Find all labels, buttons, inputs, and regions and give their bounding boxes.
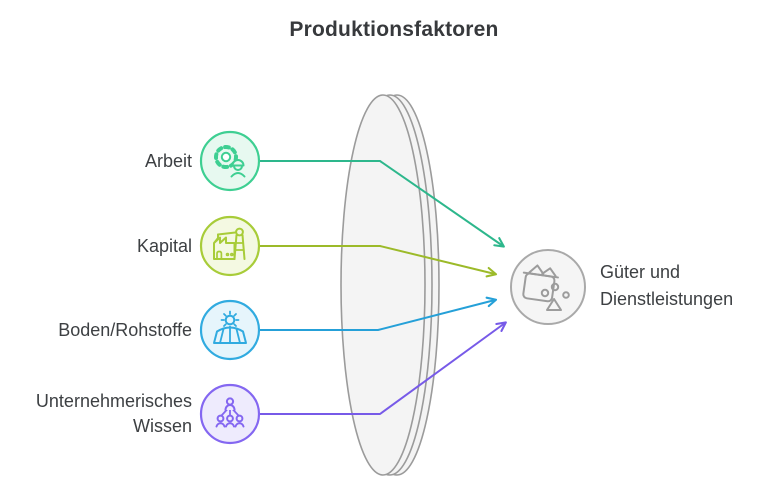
lens-front-face xyxy=(340,94,426,476)
team-hierarchy-icon xyxy=(215,397,245,428)
factor-label-boden: Boden/Rohstoffe xyxy=(58,319,192,340)
flow-arrow-wissen xyxy=(258,321,507,415)
factory-crane-icon xyxy=(213,227,246,260)
factor-badge-boden xyxy=(199,299,261,361)
flow-arrow-kapital xyxy=(258,245,498,278)
goods-basket-icon xyxy=(522,264,570,311)
gear-worker-icon xyxy=(214,145,246,178)
output-label: Güter und Dienstleistungen xyxy=(600,262,734,309)
factor-badge-kapital xyxy=(199,215,261,277)
factor-label-kapital: Kapital xyxy=(136,235,192,256)
page-title: Produktionsfaktoren xyxy=(289,18,499,41)
transformation-lens xyxy=(340,94,440,476)
badge-circle xyxy=(199,130,261,192)
factor-label-wissen: Unternehmerisches Wissen xyxy=(35,391,192,436)
flow-arrow-boden xyxy=(258,296,498,331)
output-circle xyxy=(510,249,586,325)
factor-label-arbeit: Arbeit xyxy=(144,150,192,171)
field-sun-icon xyxy=(213,310,247,344)
factor-badge-wissen xyxy=(199,383,261,445)
factor-badge-arbeit xyxy=(199,130,261,192)
output-badge xyxy=(510,249,586,325)
flow-arrow-arbeit xyxy=(258,160,505,248)
